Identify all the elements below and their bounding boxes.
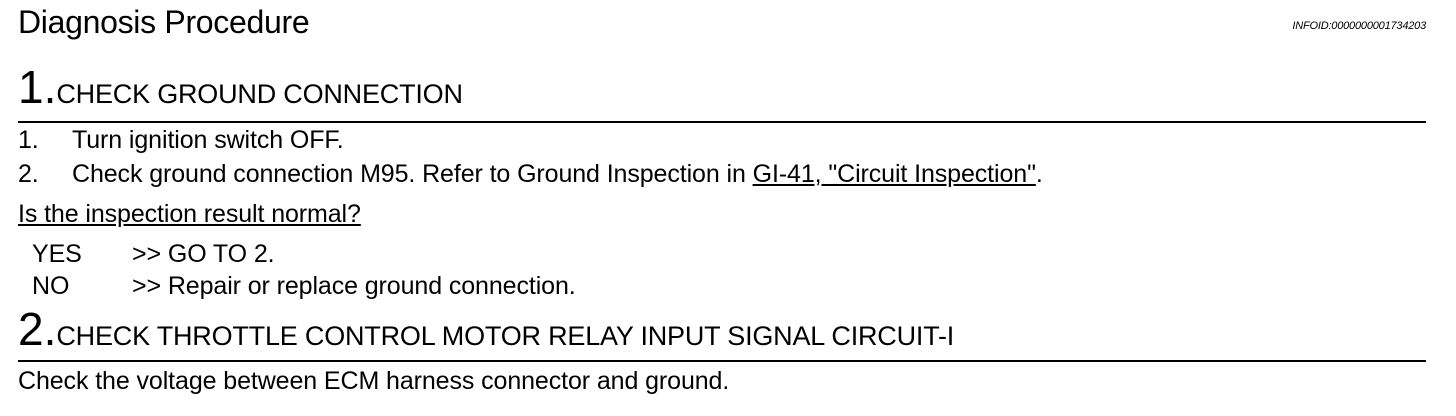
step-2-body: Check the voltage between ECM harness co… xyxy=(18,367,730,395)
step-1-divider xyxy=(18,121,1426,123)
answer-text: >> Repair or replace ground connection. xyxy=(132,272,576,300)
list-item-text: Turn ignition switch OFF. xyxy=(72,126,344,154)
list-item-text-after: . xyxy=(1035,160,1043,188)
step-1-title: CHECK GROUND CONNECTION xyxy=(56,79,463,109)
step-1-heading: 1.CHECK GROUND CONNECTION xyxy=(18,62,463,112)
inspection-question: Is the inspection result normal? xyxy=(18,200,361,228)
step-1-number: 1. xyxy=(18,61,57,113)
circuit-inspection-link[interactable]: GI-41, "Circuit Inspection" xyxy=(752,160,1036,188)
step-2-title: CHECK THROTTLE CONTROL MOTOR RELAY INPUT… xyxy=(56,321,955,351)
step-2-heading: 2.CHECK THROTTLE CONTROL MOTOR RELAY INP… xyxy=(18,304,954,354)
page-title: Diagnosis Procedure xyxy=(18,4,310,40)
answer-text: >> GO TO 2. xyxy=(132,240,275,268)
list-item-number: 2. xyxy=(18,160,39,188)
answer-key: NO xyxy=(32,272,70,300)
step-2-number: 2. xyxy=(18,303,57,355)
step-2-divider xyxy=(18,360,1426,362)
list-item-text: Check ground connection M95. Refer to Gr… xyxy=(72,159,1043,189)
answer-key: YES xyxy=(32,240,82,268)
info-id: INFOID:0000000001734203 xyxy=(1292,20,1426,32)
list-item-number: 1. xyxy=(18,126,39,154)
list-item-text-before: Check ground connection M95. Refer to Gr… xyxy=(72,160,753,188)
